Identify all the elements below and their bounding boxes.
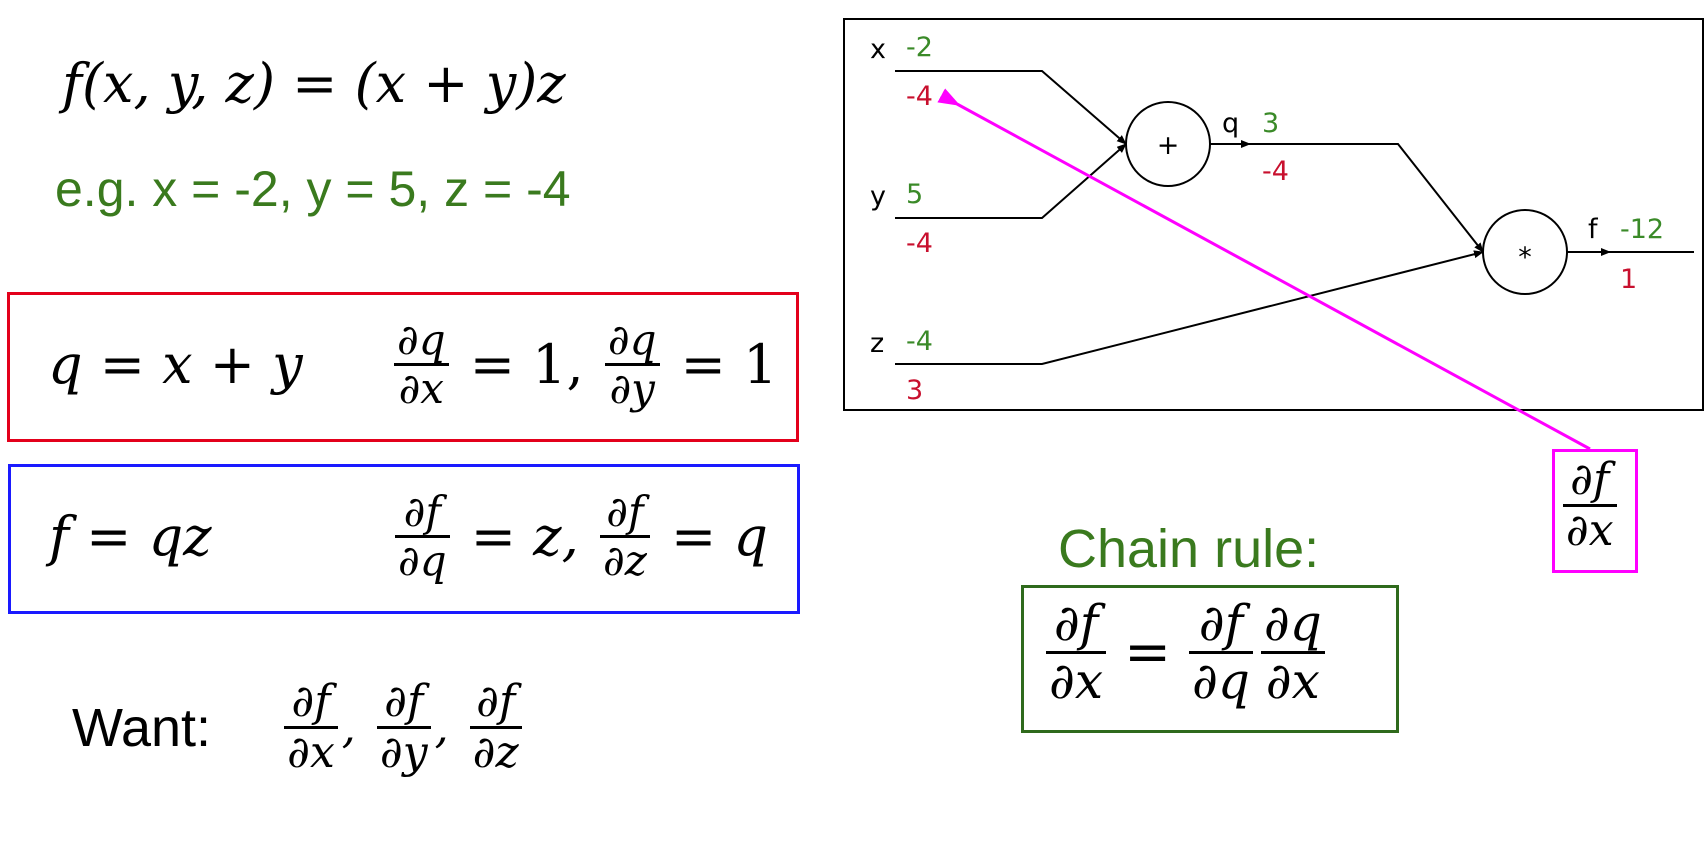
edge-x-to-add <box>895 70 1127 145</box>
df-dz-fraction: ∂f∂z <box>599 488 650 584</box>
input-y-name: y <box>870 181 886 212</box>
edge-q-to-mul <box>1210 143 1484 253</box>
node-q-value: 3 <box>1262 108 1279 139</box>
want-row: Want: ∂f∂x, ∂f∂y, ∂f∂z <box>72 677 526 778</box>
f-definition: f = qz <box>49 505 212 568</box>
df-dq-fraction: ∂f∂q <box>395 488 450 584</box>
dq-dx-value: = 1, <box>452 333 584 397</box>
node-q-name: q <box>1222 108 1239 139</box>
want-df-dx: ∂f∂x <box>284 677 338 778</box>
q-partial-derivatives: ∂q∂x = 1, ∂q∂y = 1 <box>390 316 778 412</box>
edge-y-to-add <box>895 143 1127 219</box>
node-f-grad: 1 <box>1620 264 1637 295</box>
node-q-grad: -4 <box>1262 156 1289 187</box>
input-y-value: 5 <box>906 179 923 210</box>
chain-rule-equation: ∂f∂x = ∂f∂q∂q∂x <box>1042 596 1329 709</box>
chain-lhs-df-dx: ∂f∂x <box>1046 596 1107 709</box>
df-dq-value: = z, <box>453 505 579 569</box>
input-z-grad: 3 <box>906 375 923 406</box>
graph-frame <box>843 18 1704 411</box>
want-label: Want: <box>72 697 212 758</box>
input-y-grad: -4 <box>906 228 933 259</box>
chain-rhs-df-dq: ∂f∂q <box>1188 596 1253 709</box>
mul-gate-op: * <box>1518 242 1532 273</box>
f-partial-derivatives: ∂f∂q = z, ∂f∂z = q <box>391 488 768 584</box>
node-f-value: -12 <box>1620 214 1664 245</box>
dq-dx-fraction: ∂q∂x <box>394 316 449 412</box>
add-gate-node <box>1125 101 1211 187</box>
q-definition: q = x + y <box>48 333 303 396</box>
mul-gate-node <box>1482 209 1568 295</box>
chain-rhs-dq-dx: ∂q∂x <box>1260 596 1325 709</box>
chain-rule-box: ∂f∂x = ∂f∂q∂q∂x <box>1021 585 1399 733</box>
highlight-df-dx-box: ∂f∂x <box>1552 449 1638 573</box>
input-x-name: x <box>870 34 886 65</box>
input-z-value: -4 <box>906 326 933 357</box>
dq-dy-value: = 1 <box>663 333 778 397</box>
q-equation-box: q = x + y ∂q∂x = 1, ∂q∂y = 1 <box>7 292 799 442</box>
want-df-dz: ∂f∂z <box>469 677 522 778</box>
edge-z-to-mul <box>895 250 1484 365</box>
want-separator: , <box>341 702 356 754</box>
highlight-df-dx: ∂f∂x <box>1563 455 1617 556</box>
input-x-grad: -4 <box>906 81 933 112</box>
chain-rule-title: Chain rule: <box>1058 519 1320 579</box>
input-z-name: z <box>870 328 884 359</box>
gradient-pointer-arrow <box>937 88 1591 451</box>
add-gate-op: + <box>1157 130 1180 161</box>
dq-dy-fraction: ∂q∂y <box>604 316 660 412</box>
chain-equals: = <box>1124 620 1171 685</box>
f-equation-box: f = qz ∂f∂q = z, ∂f∂z = q <box>8 464 800 614</box>
function-definition: f(x, y, z) = (x + y)z <box>62 52 566 115</box>
node-f-name: f <box>1588 214 1599 245</box>
example-values: e.g. x = -2, y = 5, z = -4 <box>55 161 571 217</box>
want-df-dy: ∂f∂y <box>376 677 431 778</box>
input-x-value: -2 <box>906 32 933 63</box>
df-dz-value: = q <box>653 505 768 569</box>
want-separator: , <box>434 702 449 754</box>
